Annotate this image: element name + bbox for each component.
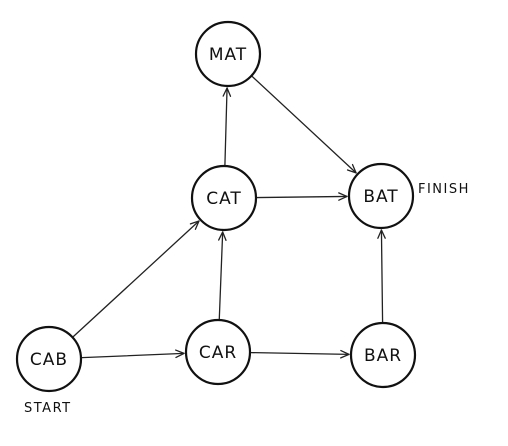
arrowhead xyxy=(338,192,348,201)
edge-cat-to-bat xyxy=(256,192,348,201)
node-circle xyxy=(190,164,258,232)
arrowhead xyxy=(340,349,350,359)
finish-label: FINISH xyxy=(418,182,470,197)
arrowhead xyxy=(222,87,232,97)
edge-mat-to-bat xyxy=(251,75,357,174)
node-label-cat: CAT xyxy=(206,189,242,209)
edge-cat-to-mat xyxy=(222,87,232,166)
edge-car-to-bar xyxy=(250,349,350,359)
nodes-layer: MAT CAT BAT CAB CAR BAR xyxy=(15,20,417,393)
node-circle xyxy=(349,321,417,389)
node-label-bat: BAT xyxy=(363,187,398,207)
edge-bar-to-bat xyxy=(377,229,386,323)
arrowhead xyxy=(377,229,386,239)
node-circle xyxy=(347,162,415,230)
node-cat: CAT xyxy=(190,164,258,232)
arrowhead xyxy=(346,163,357,174)
edges-layer xyxy=(72,75,386,359)
edge-cab-to-cat xyxy=(72,220,200,338)
edge-line xyxy=(380,229,384,323)
arrowhead xyxy=(175,349,185,359)
node-bar: BAR xyxy=(349,321,417,389)
node-car: CAR xyxy=(184,318,252,386)
arrowhead xyxy=(218,231,227,241)
edge-line xyxy=(224,87,228,166)
arrowhead xyxy=(189,220,200,230)
edge-line xyxy=(250,351,350,356)
edge-line xyxy=(81,352,185,359)
node-label-car: CAR xyxy=(199,343,237,363)
node-circle xyxy=(184,318,252,386)
node-label-bar: BAR xyxy=(364,346,402,366)
edge-cab-to-car xyxy=(81,349,185,359)
edge-line xyxy=(72,220,200,338)
edge-line xyxy=(251,75,357,174)
node-circle xyxy=(194,20,262,88)
edge-line xyxy=(218,231,224,320)
start-label: START xyxy=(24,401,72,416)
node-label-mat: MAT xyxy=(209,45,247,65)
node-cab: CAB xyxy=(15,325,83,393)
node-bat: BAT xyxy=(347,162,415,230)
edge-car-to-cat xyxy=(218,231,227,320)
node-circle xyxy=(15,325,83,393)
node-label-cab: CAB xyxy=(30,350,68,370)
node-mat: MAT xyxy=(194,20,262,88)
edge-line xyxy=(256,195,348,199)
